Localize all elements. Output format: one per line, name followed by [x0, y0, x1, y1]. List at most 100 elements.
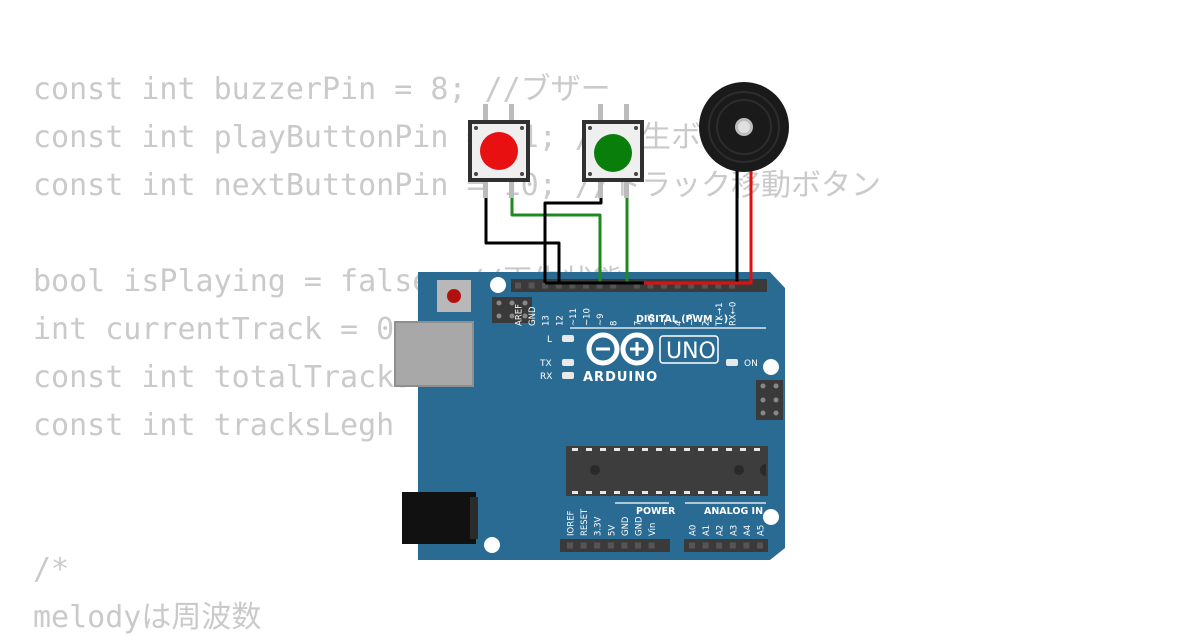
pin-hole[interactable]	[743, 542, 750, 549]
chip-pin	[726, 448, 732, 451]
chip-pin	[628, 491, 634, 494]
led-tx	[562, 359, 574, 366]
pin-hole[interactable]	[729, 282, 735, 289]
bottom-pin-holes	[567, 542, 763, 549]
power-pin-label: GND	[621, 516, 631, 536]
mounting-hole	[490, 277, 506, 293]
pin-hole[interactable]	[583, 282, 589, 289]
icsp-header	[492, 297, 532, 323]
pin-hole[interactable]	[621, 542, 628, 549]
model-label: UNO	[666, 339, 716, 364]
digital-label: DIGITAL (PWM ~)	[636, 314, 728, 325]
uno-badge	[659, 335, 719, 364]
pin-hole[interactable]	[647, 282, 654, 289]
wire-buzzer-pin8	[644, 143, 753, 285]
chip-pin	[572, 448, 578, 451]
digital-pin-label: 7	[633, 321, 643, 326]
pin-hole[interactable]	[688, 282, 695, 289]
analog-label: ANALOG IN	[704, 506, 763, 517]
dc-power-jack	[402, 492, 478, 544]
arduino-logo-icon	[586, 332, 654, 366]
mounting-hole	[763, 359, 779, 375]
pin-hole[interactable]	[594, 542, 601, 549]
wire-play-button-pin11	[510, 195, 602, 283]
chip-pin	[698, 448, 704, 451]
power-label: POWER	[636, 506, 676, 517]
code-line: melodyは周波数	[33, 600, 262, 635]
chip-pin	[586, 491, 592, 494]
pin-hole[interactable]	[689, 542, 695, 549]
next-track-button[interactable]	[582, 104, 644, 198]
chip-pin	[586, 448, 592, 451]
chip-pins	[572, 448, 760, 494]
next-button-cap[interactable]	[594, 134, 632, 172]
microcontroller-chip	[566, 446, 768, 496]
code-line: /*	[33, 552, 70, 587]
chip-pin	[614, 491, 620, 494]
digital-pin-label: ~6	[647, 313, 657, 326]
chip-pin	[754, 448, 760, 451]
pin-hole[interactable]	[515, 282, 521, 289]
pin-hole[interactable]	[635, 542, 641, 549]
power-pin-label: RESET	[580, 508, 590, 536]
pin-hole[interactable]	[729, 542, 736, 549]
pin-hole[interactable]	[569, 282, 576, 289]
led-on-label: ON	[744, 359, 758, 369]
pin-hole[interactable]	[674, 282, 681, 289]
power-pin-label: 5V	[607, 525, 617, 536]
pin-hole[interactable]	[610, 282, 617, 289]
power-header	[560, 539, 670, 552]
pin-hole[interactable]	[648, 542, 655, 549]
pin-hole[interactable]	[567, 542, 573, 549]
led-l	[562, 335, 574, 342]
chip-pin	[740, 491, 746, 494]
power-pin-label: GND	[635, 516, 645, 536]
led-rx-label: RX	[540, 372, 552, 382]
pin-hole[interactable]	[555, 282, 562, 289]
analog-pin-label: A5	[757, 525, 767, 536]
mounting-hole	[763, 509, 779, 525]
pin-hole[interactable]	[702, 542, 709, 549]
pin-hole[interactable]	[716, 542, 723, 549]
digital-pin-label: GND	[528, 306, 538, 326]
chip-pin	[684, 448, 690, 451]
digital-pin-label: 4	[674, 321, 684, 326]
pin-hole[interactable]	[528, 282, 535, 289]
power-pin-label: IOREF	[567, 511, 577, 536]
code-line: const int tracksLegh	[33, 408, 395, 443]
chip-pin	[754, 491, 760, 494]
power-pin-label: Vin	[648, 523, 658, 536]
chip-pin	[670, 491, 676, 494]
wires	[484, 143, 753, 285]
pin-hole[interactable]	[542, 282, 549, 289]
power-pin-label: 3.3V	[594, 516, 604, 536]
pin-hole[interactable]	[580, 542, 587, 549]
pin-hole[interactable]	[633, 282, 640, 289]
play-button-cap[interactable]	[480, 132, 518, 170]
digital-pin-label: AREF	[515, 304, 525, 326]
pin-hole[interactable]	[607, 542, 614, 549]
digital-pin-label: ~11	[569, 308, 579, 326]
analog-header	[684, 539, 768, 552]
icsp2-header	[756, 380, 783, 420]
pin-hole[interactable]	[757, 542, 763, 549]
chip-pin	[600, 448, 606, 451]
analog-pin-label: A1	[702, 525, 712, 536]
chip-pin	[628, 448, 634, 451]
chip-pin	[572, 491, 578, 494]
led-rx	[562, 372, 574, 379]
digital-pin-label: 2	[701, 321, 711, 326]
play-button[interactable]	[468, 104, 530, 198]
chip-pin	[642, 491, 648, 494]
pin-hole[interactable]	[596, 282, 603, 289]
digital-pin-label: RX←0	[729, 302, 739, 326]
pin-hole[interactable]	[661, 282, 667, 289]
pin-hole[interactable]	[715, 282, 722, 289]
pin-hole[interactable]	[701, 282, 708, 289]
wire-play-button-gnd	[484, 195, 561, 283]
chip-pin	[712, 448, 718, 451]
led-tx-label: TX	[539, 359, 552, 369]
chip-pin	[670, 448, 676, 451]
